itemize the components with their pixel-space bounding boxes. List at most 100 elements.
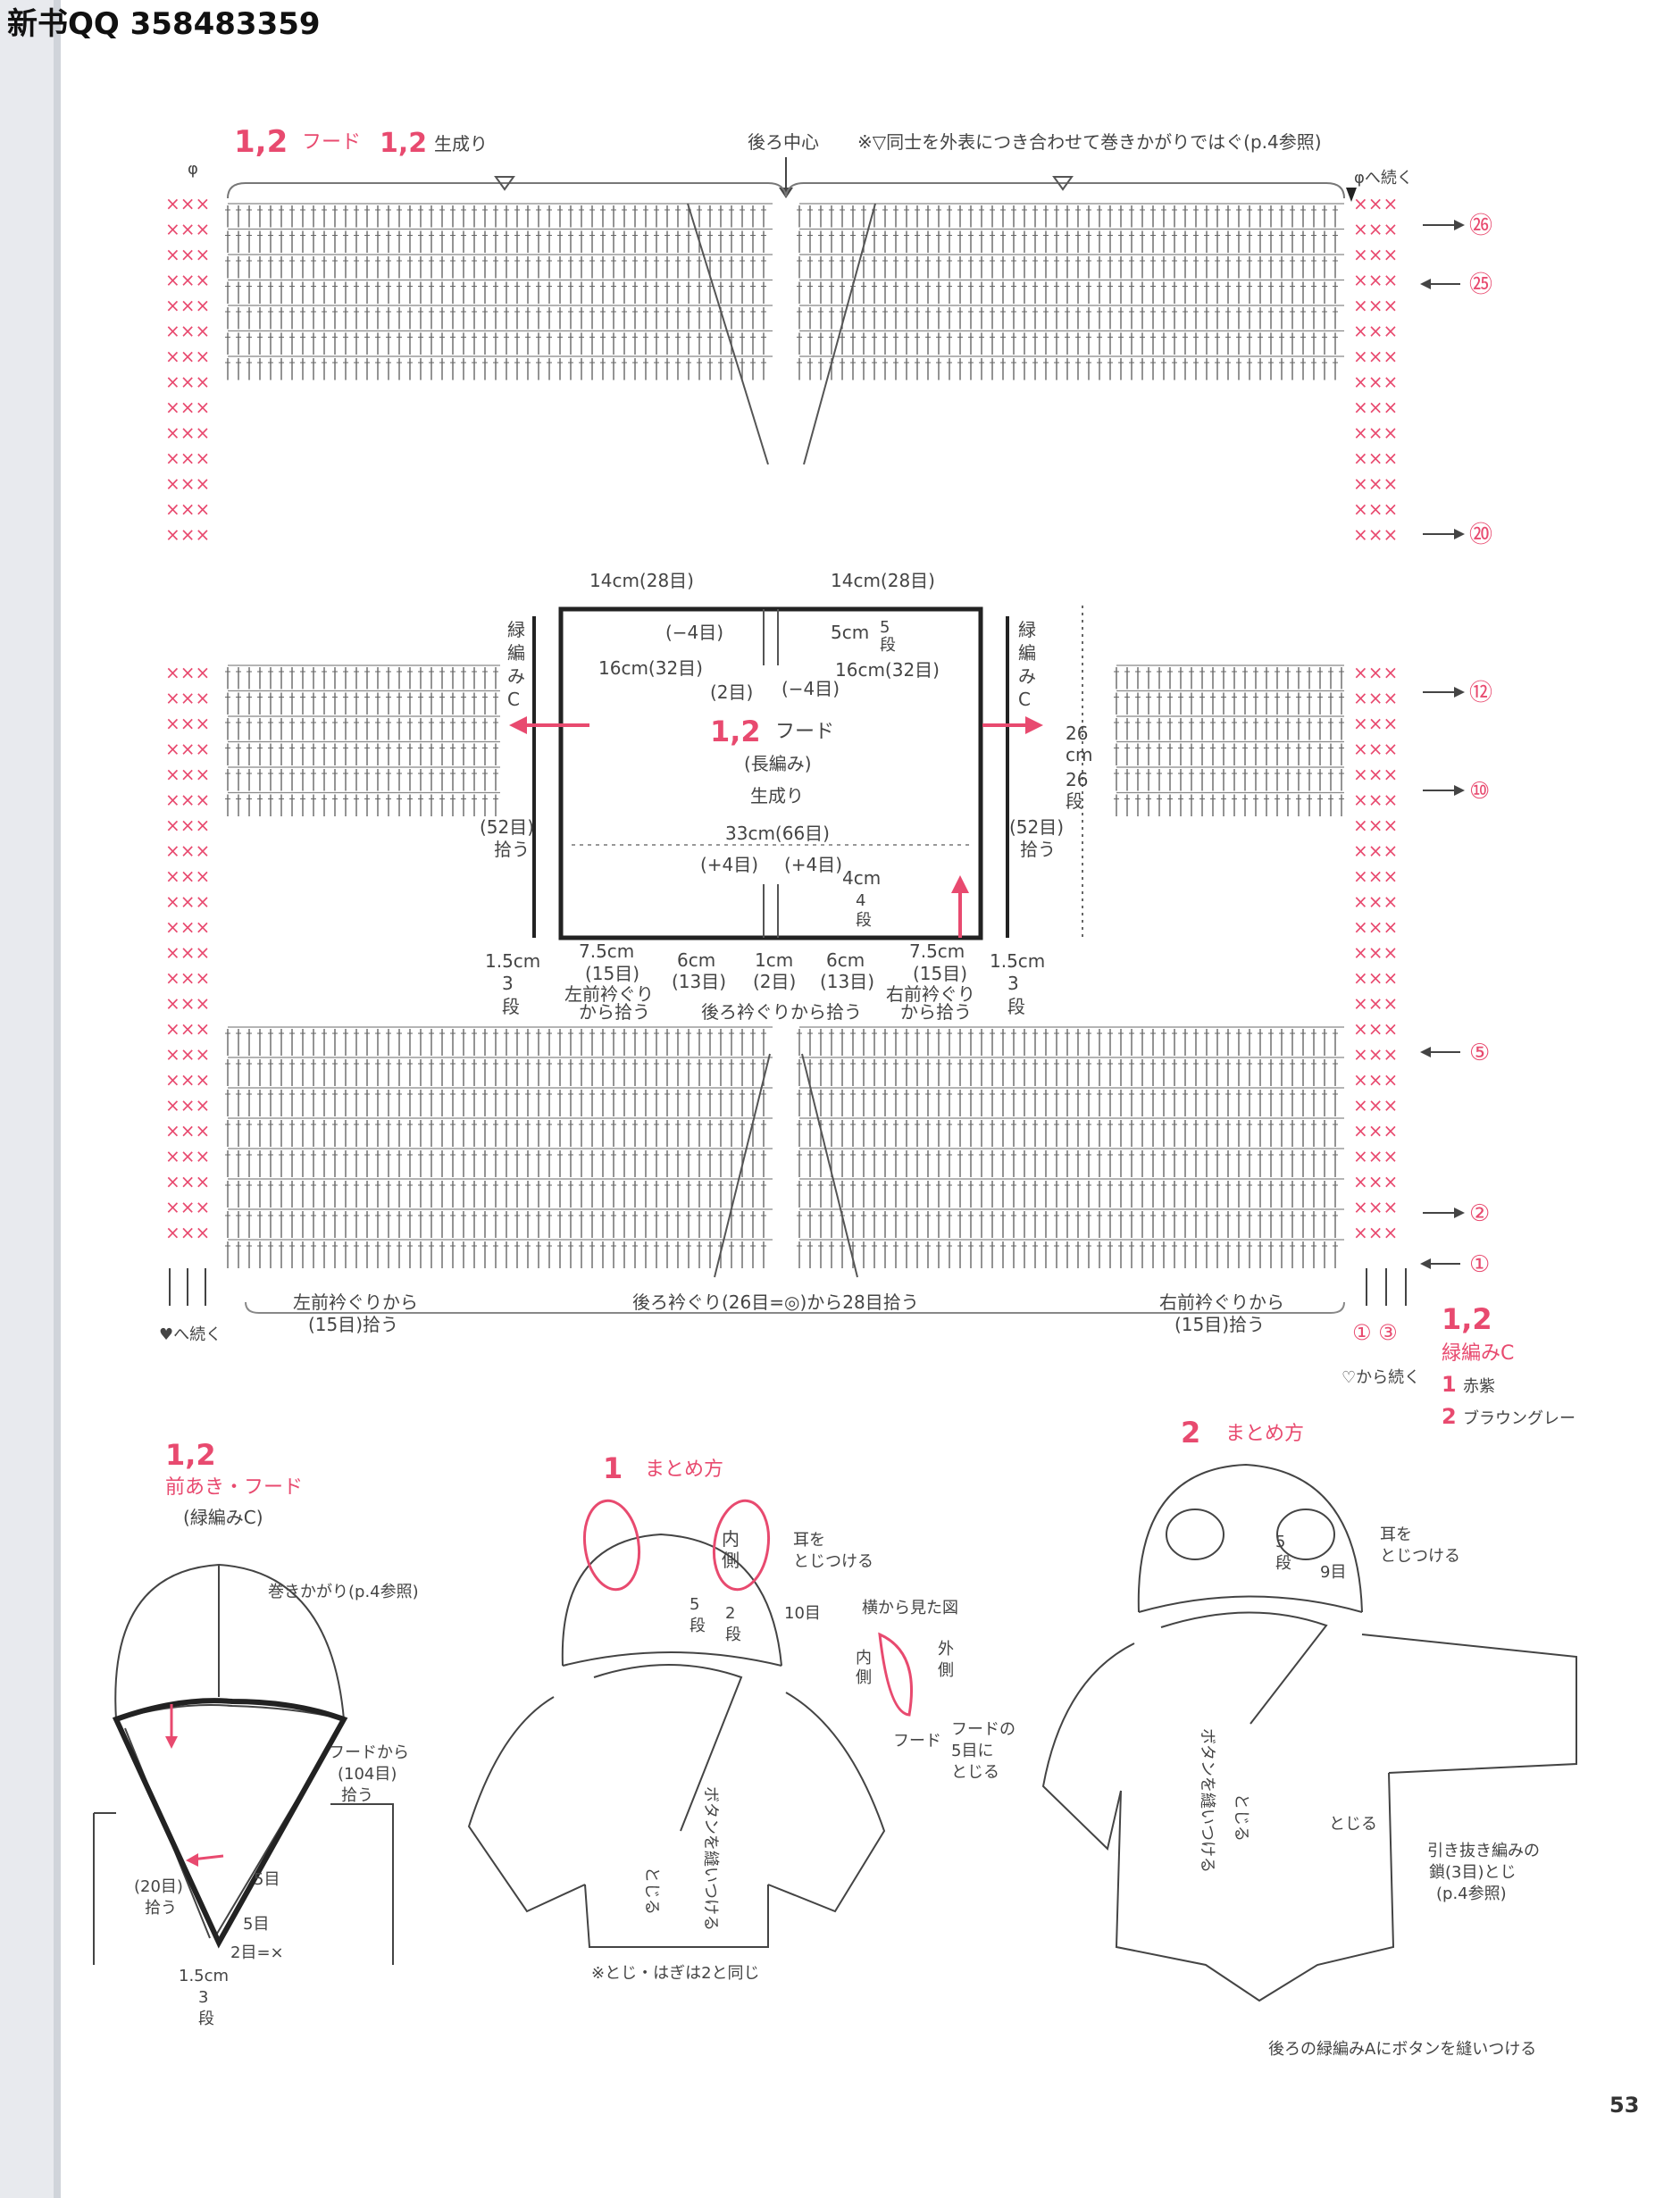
shaping-lines (687, 203, 876, 1278)
figleft-5me-b: 5目 (243, 1915, 269, 1934)
svg-text:×××: ××× (1353, 1018, 1398, 1040)
row-marker-4: ⑩ (1469, 778, 1490, 805)
page-number: 53 (1609, 2093, 1639, 2118)
figmid-ears (582, 1499, 913, 1717)
svg-text:×××: ××× (165, 524, 210, 546)
height-num: 26 (1066, 723, 1088, 744)
figleft-note-20-1: (20目) (134, 1877, 183, 1896)
figmid-ear-1: 耳を (793, 1531, 825, 1550)
svg-text:×××: ××× (1353, 193, 1398, 214)
qq-header-text: 新书QQ 358483359 (7, 6, 321, 42)
figright-ear-2: とじつける (1380, 1547, 1460, 1566)
svg-text:×××: ××× (1353, 891, 1398, 913)
bottom-circles: ① ③ (1352, 1320, 1398, 1345)
figleft-note-hood-2: (104目) (338, 1765, 397, 1784)
svg-text:×××: ××× (165, 1146, 210, 1167)
height-rows-num: 26 (1066, 769, 1088, 790)
figright-pull-1: 引き抜き編みの (1427, 1842, 1540, 1860)
svg-text:み: み (1018, 665, 1036, 687)
figleft-bottom-rows-unit: 段 (198, 2010, 214, 2028)
svg-text:×××: ××× (165, 219, 210, 240)
figright-rows5-unit: 段 (1275, 1554, 1291, 1573)
figmid-rows5-num: 5 (690, 1595, 699, 1614)
svg-text:×××: ××× (165, 764, 210, 785)
minus-top: (−4目) (665, 622, 723, 643)
svg-text:×××: ××× (165, 397, 210, 418)
bottom-right-cm: 1.5cm (990, 950, 1045, 972)
figleft-bottom-cm: 1.5cm (179, 1967, 229, 1985)
svg-text:×××: ××× (165, 993, 210, 1015)
svg-text:×××: ××× (1353, 219, 1398, 240)
legend-item2-num: 2 (1442, 1404, 1457, 1429)
svg-text:×××: ××× (1353, 790, 1398, 811)
bottom-right-caption-1: 右前衿ぐりから (1159, 1291, 1284, 1313)
height-unit: cm (1066, 744, 1092, 765)
height-rows-unit: 段 (1066, 790, 1083, 812)
svg-text:×××: ××× (165, 372, 210, 393)
pick-right-label: 拾う (1020, 839, 1056, 860)
schematic-stitch: (長編み) (744, 753, 812, 774)
figright-title: まとめ方 (1225, 1423, 1304, 1445)
svg-text:×××: ××× (165, 840, 210, 862)
figmid-close: とじる (642, 1867, 661, 1915)
plus-right: (+4目) (784, 854, 842, 875)
svg-text:×××: ××× (1353, 372, 1398, 393)
svg-text:×××: ××× (1353, 1171, 1398, 1192)
row-marker-5: ⑤ (1469, 1040, 1490, 1066)
row-marker-1: ㉕ (1469, 272, 1492, 298)
figmid-side-outer-1: 外 (938, 1640, 954, 1659)
svg-text:×××: ××× (165, 790, 210, 811)
right-pick-2: から拾う (900, 1001, 972, 1023)
svg-text:×××: ××× (165, 1018, 210, 1040)
svg-text:×××: ××× (165, 1171, 210, 1192)
figright-rows5-num: 5 (1275, 1533, 1285, 1551)
figleft-bottom-rows-num: 3 (198, 1988, 208, 2007)
figmid-garment-drawing (467, 1533, 886, 1948)
svg-text:緑: 緑 (1018, 619, 1036, 640)
svg-text:×××: ××× (1353, 993, 1398, 1015)
svg-text:×××: ××× (165, 244, 210, 265)
svg-text:×××: ××× (1353, 447, 1398, 469)
svg-text:×××: ××× (1353, 739, 1398, 760)
figright-nine-stitches: 9目 (1320, 1563, 1346, 1582)
seam-marker-left (494, 176, 515, 191)
svg-text:×××: ××× (165, 967, 210, 989)
svg-text:編: 編 (507, 642, 525, 664)
back-pick: 後ろ衿ぐりから拾う (701, 1001, 862, 1023)
svg-text:×××: ××× (165, 193, 210, 214)
bottom-right-rows-num: 3 (1007, 973, 1019, 994)
svg-text:×××: ××× (165, 739, 210, 760)
stitch-rows (225, 203, 1344, 1268)
hood-schematic-rect (558, 606, 983, 940)
bottom-left-caption-2: (15目)拾う (308, 1314, 398, 1335)
figmid-hood: フード (893, 1732, 941, 1751)
seam-marker-right (1052, 176, 1074, 191)
phi-right: φへ続く (1354, 169, 1413, 188)
svg-text:×××: ××× (165, 295, 210, 316)
svg-text:×××: ××× (1353, 815, 1398, 836)
edge-x-stitches: ××× ××× ××× ××× ××× ××× ××× ××× ××× ××× ××× ××× ××× ×… (165, 193, 1398, 1243)
svg-text:×××: ××× (1353, 346, 1398, 367)
svg-text:×××: ××× (165, 1197, 210, 1218)
svg-text:×××: ××× (1353, 321, 1398, 342)
figleft-note-hood-3: 拾う (341, 1786, 373, 1805)
legend-title: 緑編みC (1442, 1342, 1514, 1365)
four-cm: 4cm (842, 867, 881, 889)
svg-text:×××: ××× (1353, 1197, 1398, 1218)
figright-back-note: 後ろの緑編みAにボタンを縫いつける (1268, 2040, 1536, 2059)
svg-text:C: C (507, 689, 520, 710)
svg-text:×××: ××× (165, 498, 210, 520)
svg-text:×××: ××× (165, 473, 210, 495)
chart-title-yarn: 生成り (434, 133, 488, 155)
svg-text:×××: ××× (165, 891, 210, 913)
svg-text:×××: ××× (165, 346, 210, 367)
schematic-title: フード (775, 721, 834, 743)
svg-text:×××: ××× (1353, 524, 1398, 546)
four-rows-unit: 段 (856, 911, 872, 930)
figleft-note-hood-1: フードから (329, 1743, 409, 1762)
chart-title-number: 1,2 (234, 124, 288, 160)
svg-text:×××: ××× (1353, 473, 1398, 495)
